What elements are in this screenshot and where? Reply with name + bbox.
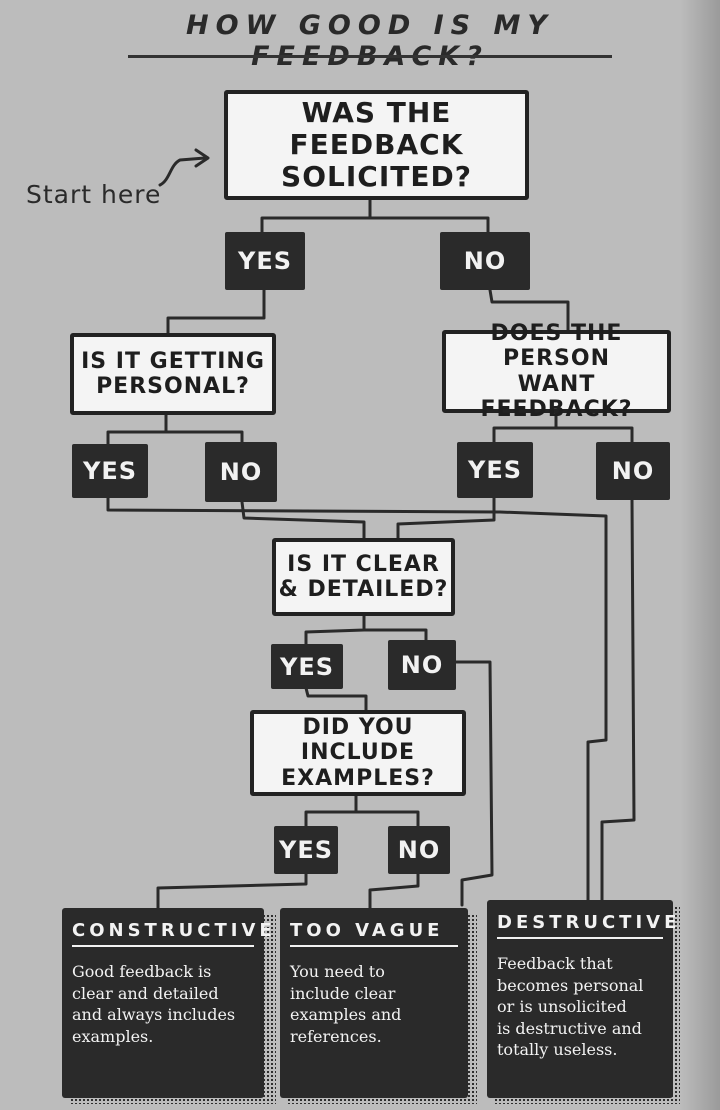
- outcome-constructive: CONSTRUCTIVE Good feedback is clear and …: [62, 908, 272, 1098]
- start-arrowhead: [194, 148, 210, 168]
- outcome-destructive-title: DESTRUCTIVE: [497, 912, 676, 939]
- outcome-constructive-text: Good feedback is clear and detailed and …: [72, 962, 236, 1046]
- start-arrow: [158, 156, 207, 187]
- connector-q1-split: [260, 196, 490, 234]
- answer-no-want: NO: [596, 442, 670, 500]
- connector-no4-toovague: [454, 660, 494, 907]
- connector-yes3-q4: [396, 496, 496, 542]
- outcome-too-vague-title: TOO VAGUE: [290, 920, 458, 947]
- outcome-destructive-text: Feedback that becomes personal or is uns…: [497, 954, 644, 1060]
- connector-no5-toovague: [368, 870, 420, 912]
- page-edge-shadow: [680, 0, 720, 1110]
- answer-yes-clear: YES: [271, 644, 343, 689]
- page-title: HOW GOOD IS MY FEEDBACK?: [186, 10, 554, 72]
- outcome-constructive-title: CONSTRUCTIVE: [72, 920, 272, 947]
- answer-yes-solicited: YES: [225, 232, 305, 290]
- connector-q4-split: [304, 612, 428, 646]
- answer-yes-want: YES: [457, 442, 533, 498]
- connector-q3-split: [492, 410, 634, 444]
- answer-no-personal: NO: [205, 442, 277, 502]
- connector-yes1-q2: [166, 288, 266, 337]
- answer-yes-examples: YES: [274, 826, 338, 874]
- connector-yes2-destructive: [106, 495, 608, 907]
- question-want-feedback: DOES THE PERSON WANT FEEDBACK?: [442, 321, 671, 422]
- connector-no2-q4: [240, 500, 366, 542]
- connector-yes5-constructive: [156, 870, 308, 912]
- answer-no-clear: NO: [388, 640, 456, 690]
- question-examples: DID YOU INCLUDE EXAMPLES?: [250, 710, 466, 796]
- answer-no-examples: NO: [388, 826, 450, 874]
- outcome-too-vague: TOO VAGUE You need to include clear exam…: [280, 908, 468, 1098]
- question-solicited: WAS THE FEEDBACK SOLICITED?: [224, 90, 529, 200]
- connector-q5-split: [304, 792, 420, 828]
- connector-no1-q3: [488, 288, 570, 332]
- connector-q2-split: [106, 410, 244, 447]
- question-clear-detailed: IS IT CLEAR & DETAILED?: [272, 538, 455, 616]
- title-underline: [128, 55, 612, 58]
- connector-yes4-q5: [304, 686, 368, 714]
- question-personal: IS IT GETTING PERSONAL?: [70, 333, 276, 415]
- answer-yes-personal: YES: [72, 444, 148, 498]
- outcome-destructive: DESTRUCTIVE Feedback that becomes person…: [487, 900, 676, 1098]
- connector-no3-destructive: [600, 498, 636, 907]
- answer-no-solicited: NO: [440, 232, 530, 290]
- outcome-too-vague-text: You need to include clear examples and r…: [290, 962, 402, 1046]
- start-label: Start here: [26, 180, 162, 209]
